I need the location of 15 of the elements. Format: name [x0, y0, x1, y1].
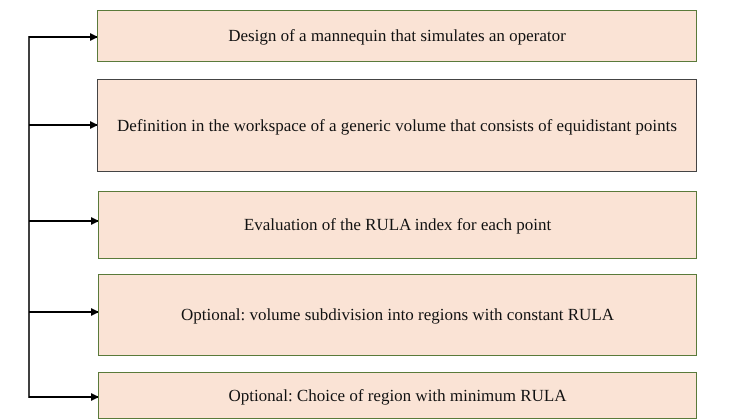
step-text: Evaluation of the RULA index for each point [244, 214, 552, 236]
process-box [98, 274, 697, 356]
arrow [29, 121, 98, 129]
step-text: Definition in the workspace of a generic volume that consists of equidistant points [117, 114, 677, 137]
step-text: Design of a mannequin that simulates an operator [228, 25, 566, 47]
step-text: Optional: Choice of region with minimum RULA [228, 384, 567, 407]
arrow [29, 33, 98, 41]
arrow [29, 308, 99, 316]
process-box [97, 10, 697, 62]
process-box [98, 372, 697, 419]
process-box [97, 79, 697, 172]
step-text: Optional: volume subdivision into regions with constant RULA [180, 304, 614, 326]
process-box [98, 191, 697, 259]
arrow [29, 393, 99, 401]
arrow [29, 217, 99, 225]
